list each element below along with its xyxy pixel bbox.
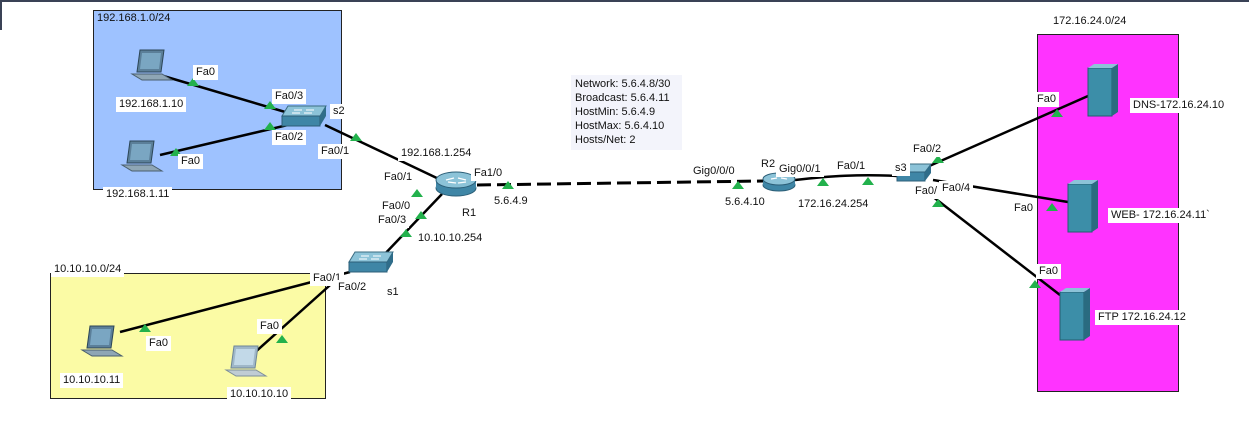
- host-label: 10.10.10.10: [227, 387, 292, 402]
- host-label: 10.10.10.11: [60, 373, 124, 388]
- port-label: Fa1/0: [471, 166, 506, 181]
- port-up-indicator: [139, 324, 151, 332]
- port-label: Fa0/0: [379, 199, 414, 214]
- switch-s2-icon[interactable]: [281, 105, 327, 127]
- port-label: Fa0: [1011, 201, 1036, 216]
- zone-label-servers: 172.16.24.0/24: [1050, 14, 1130, 29]
- link-s3-dns[interactable]: [926, 94, 1089, 169]
- device-name-label: R2: [758, 157, 779, 172]
- port-label: Fa0: [178, 154, 203, 169]
- link-s1-pc-10-10[interactable]: [251, 277, 339, 356]
- router-r2-icon[interactable]: [762, 172, 796, 192]
- port-up-indicator: [862, 177, 874, 185]
- ip-label: 192.168.1.254: [398, 146, 475, 161]
- server-icon[interactable]: [1067, 180, 1098, 233]
- port-up-indicator: [1051, 109, 1063, 117]
- zone-label-lan1: 192.168.1.0/24: [97, 12, 171, 24]
- port-label: Fa0/2: [272, 130, 307, 145]
- port-label: Fa0/1: [318, 144, 353, 159]
- port-label: Fa0: [193, 65, 218, 80]
- port-label: Fa0: [1036, 264, 1061, 279]
- window-top-border: [0, 0, 1249, 2]
- host-label: 192.168.1.10: [116, 97, 187, 112]
- server-icon[interactable]: [1087, 64, 1118, 117]
- device-name-label: s2: [330, 104, 348, 119]
- port-up-indicator: [732, 181, 744, 189]
- port-label: Fa0/3: [375, 213, 410, 228]
- router-r1-icon[interactable]: [435, 171, 477, 197]
- host-label: WEB- 172.16.24.11`: [1108, 208, 1213, 223]
- zone-label-lan2: 10.10.10.0/24: [51, 262, 125, 277]
- ip-label: 10.10.10.254: [415, 231, 486, 246]
- subnet-info-note[interactable]: Network: 5.6.4.8/30 Broadcast: 5.6.4.11 …: [571, 75, 682, 150]
- note-line: Hosts/Net: 2: [575, 134, 636, 146]
- ip-label: 5.6.4.10: [722, 195, 768, 210]
- port-label: Fa0: [1034, 92, 1059, 107]
- port-label: Fa0/4: [939, 181, 974, 196]
- switch-s1-icon[interactable]: [348, 251, 394, 273]
- port-up-indicator: [350, 133, 362, 141]
- link-r1-r2[interactable]: [476, 179, 764, 187]
- device-name-label: s3: [892, 161, 910, 176]
- port-up-indicator: [411, 189, 423, 197]
- host-label: FTP 172.16.24.12: [1095, 310, 1189, 325]
- ip-label: 172.16.24.254: [795, 197, 872, 212]
- port-up-indicator: [415, 211, 427, 219]
- port-up-indicator: [817, 178, 829, 186]
- note-line: HostMin: 5.6.4.9: [575, 106, 656, 118]
- port-label: Fa0/2: [910, 142, 945, 157]
- port-label: Fa0/: [912, 184, 941, 199]
- laptop-icon[interactable]: [120, 140, 164, 172]
- port-label: Fa0: [146, 336, 171, 351]
- port-label: Gig0/0/0: [690, 164, 738, 179]
- device-name-label: s1: [387, 286, 399, 298]
- device-name-label: R1: [462, 207, 477, 219]
- link-s2-r1[interactable]: [324, 123, 442, 182]
- ip-label: 5.6.4.9: [491, 194, 531, 209]
- laptop-icon[interactable]: [130, 49, 174, 81]
- port-up-indicator: [264, 122, 276, 130]
- port-up-indicator: [187, 78, 199, 86]
- port-up-indicator: [1029, 280, 1041, 288]
- port-label: Fa0/1: [834, 159, 869, 174]
- port-label: Fa0/1: [381, 170, 416, 185]
- port-up-indicator: [1046, 203, 1058, 211]
- laptop-icon[interactable]: [80, 325, 124, 357]
- window-left-border: [0, 0, 2, 30]
- host-label: 192.168.1.11: [103, 187, 173, 202]
- server-icon[interactable]: [1059, 288, 1090, 341]
- port-up-indicator: [932, 199, 944, 207]
- port-up-indicator: [276, 335, 288, 343]
- note-line: HostMax: 5.6.4.10: [575, 120, 665, 132]
- note-line: Network: 5.6.4.8/30: [575, 78, 671, 90]
- port-label: Gig0/0/1: [776, 162, 824, 177]
- port-label: Fa0/3: [272, 89, 307, 104]
- port-up-indicator: [502, 181, 514, 189]
- host-label: DNS-172.16.24.10: [1130, 98, 1228, 113]
- link-r1-s1[interactable]: [379, 193, 443, 260]
- port-up-indicator: [932, 155, 944, 163]
- link-s3-ftp[interactable]: [931, 195, 1061, 296]
- note-line: Broadcast: 5.6.4.11: [575, 92, 670, 104]
- port-up-indicator: [264, 101, 276, 109]
- port-label: Fa0/2: [335, 280, 370, 295]
- laptop-icon[interactable]: [224, 345, 268, 377]
- link-r2-s3[interactable]: [794, 173, 898, 182]
- port-label: Fa0: [257, 319, 282, 334]
- port-up-indicator: [400, 229, 412, 237]
